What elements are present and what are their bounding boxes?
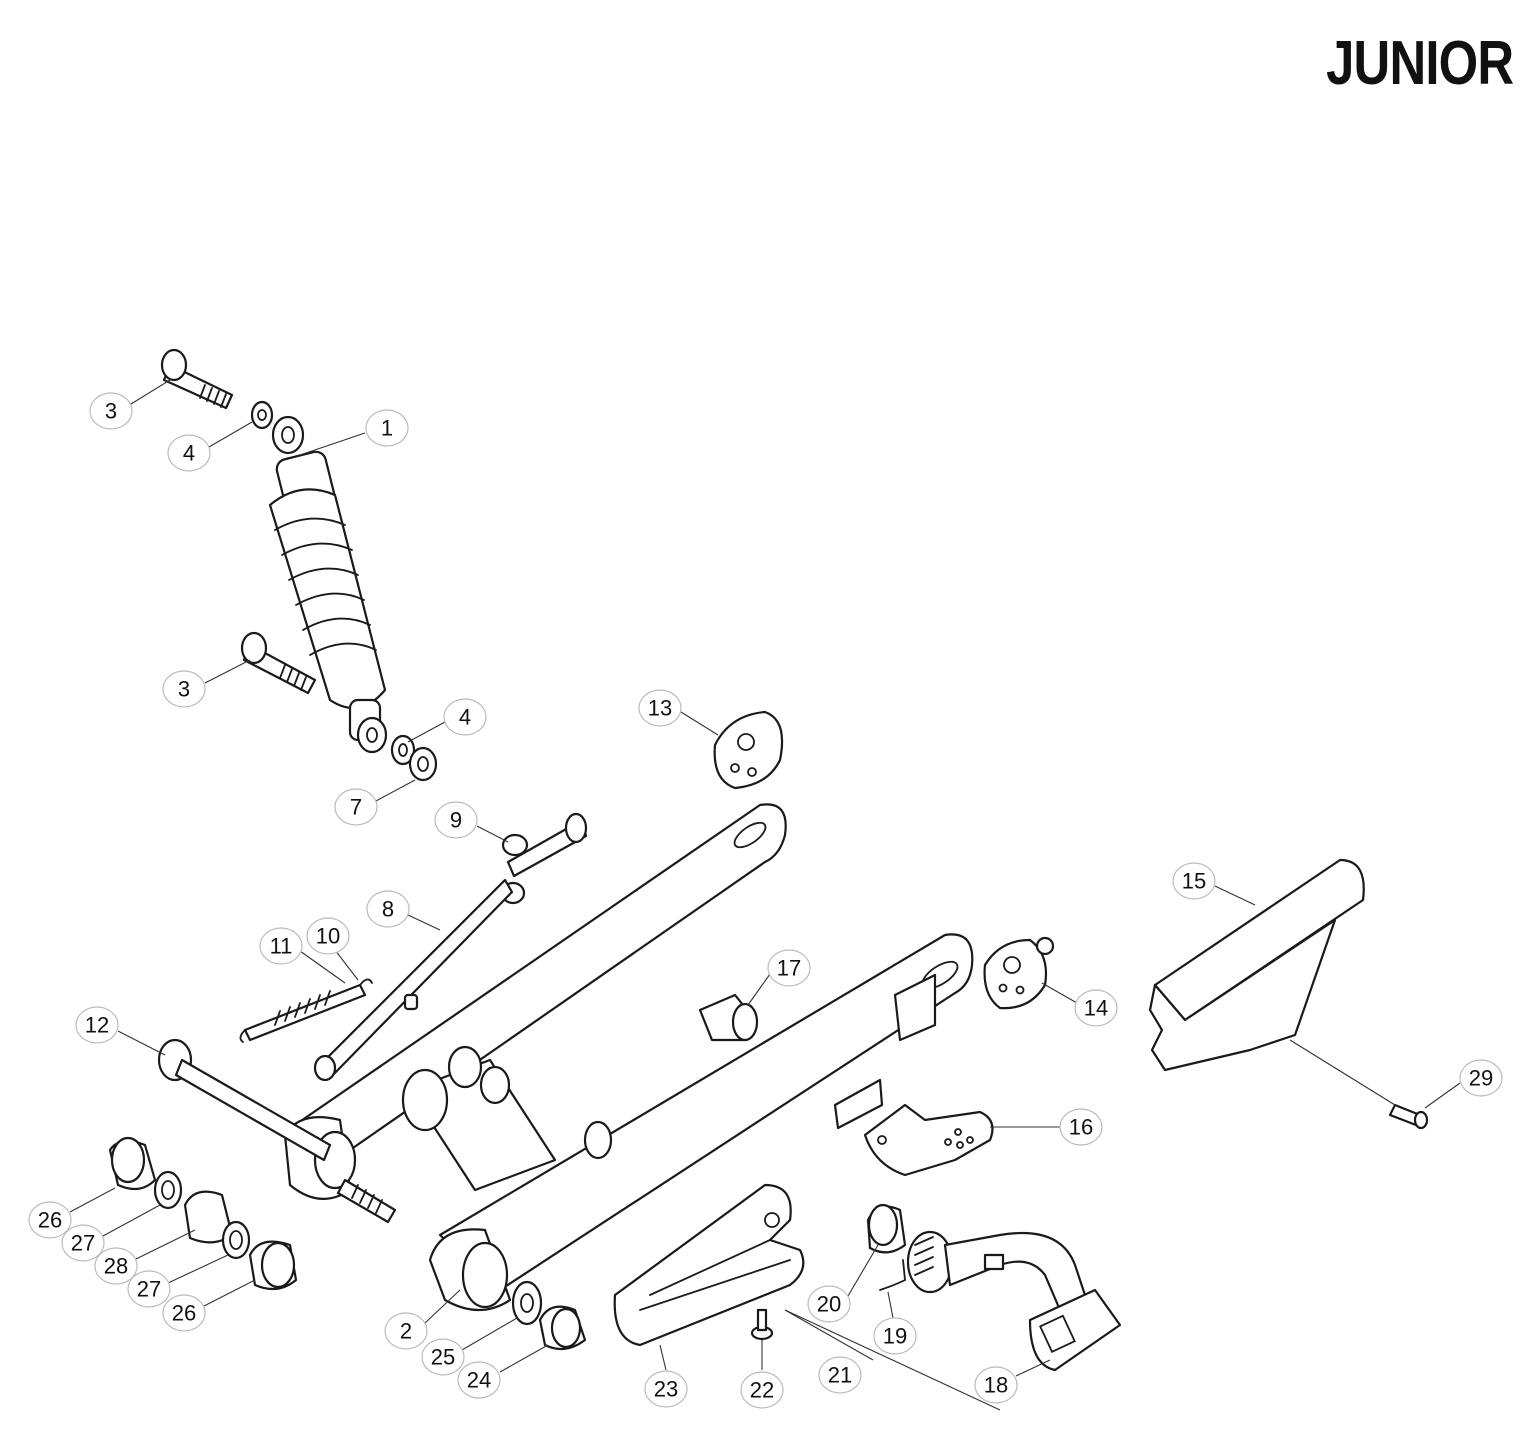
callout-17: 17 [767, 949, 811, 987]
leader-lines [69, 379, 1461, 1411]
svg-text:28: 28 [104, 1254, 128, 1279]
lower-shock-bolt [240, 631, 317, 695]
svg-text:25: 25 [431, 1345, 455, 1370]
brake-link-rod [313, 878, 514, 1082]
callout-4-lower: 4 [443, 698, 487, 736]
callout-20: 20 [807, 1285, 851, 1323]
svg-text:22: 22 [750, 1378, 774, 1403]
callouts: 3 4 1 3 4 7 13 9 8 11 10 12 17 14 15 29 … [28, 392, 1503, 1409]
callout-12: 12 [75, 1006, 119, 1044]
callout-10: 10 [306, 917, 350, 955]
svg-text:26: 26 [38, 1208, 62, 1233]
svg-text:14: 14 [1084, 996, 1108, 1021]
svg-text:17: 17 [777, 956, 801, 981]
svg-text:15: 15 [1182, 869, 1206, 894]
svg-text:19: 19 [883, 1324, 907, 1349]
svg-text:20: 20 [817, 1292, 841, 1317]
callout-15: 15 [1172, 862, 1216, 900]
svg-text:18: 18 [984, 1373, 1008, 1398]
svg-text:29: 29 [1469, 1066, 1493, 1091]
callout-27-upper: 27 [61, 1224, 105, 1262]
svg-text:4: 4 [459, 705, 471, 730]
callout-4-upper: 4 [167, 434, 211, 472]
svg-text:23: 23 [654, 1377, 678, 1402]
svg-text:27: 27 [71, 1231, 95, 1256]
svg-text:8: 8 [382, 897, 394, 922]
svg-text:10: 10 [316, 924, 340, 949]
callout-27-lower: 27 [127, 1270, 171, 1308]
callout-16: 16 [1059, 1108, 1103, 1146]
callout-7: 7 [334, 788, 378, 826]
cable-clip [698, 993, 759, 1042]
swing-arm [283, 803, 974, 1311]
callout-21: 21 [818, 1356, 862, 1394]
callout-18: 18 [974, 1366, 1018, 1404]
callout-1: 1 [365, 409, 409, 447]
pivot-washer [511, 1280, 543, 1326]
upper-washer [250, 400, 274, 430]
chain-guard [1148, 858, 1365, 1072]
footrest-bracket [863, 1103, 994, 1177]
diagram-title: JUNIOR [1325, 29, 1514, 98]
chain-adjuster-plate-right [983, 936, 1055, 1010]
callout-23: 23 [644, 1370, 688, 1408]
svg-text:9: 9 [450, 808, 462, 833]
callout-19: 19 [873, 1317, 917, 1355]
chain-slider [613, 1183, 805, 1347]
pivot-bushing-stack [108, 1136, 298, 1291]
chain-guard-screw [1388, 1103, 1429, 1130]
svg-text:13: 13 [648, 696, 672, 721]
brake-pedal [906, 1230, 1122, 1372]
svg-text:11: 11 [270, 934, 293, 959]
callout-26-lower: 26 [162, 1294, 206, 1332]
callout-8: 8 [366, 890, 410, 928]
shock-absorber [268, 415, 388, 754]
callout-26-upper: 26 [28, 1201, 72, 1239]
svg-text:16: 16 [1069, 1115, 1093, 1140]
callout-13: 13 [638, 689, 682, 727]
svg-text:7: 7 [350, 795, 362, 820]
svg-text:3: 3 [105, 399, 117, 424]
chain-adjuster-plate-left [713, 710, 784, 790]
slider-screw [750, 1308, 774, 1341]
callout-9: 9 [434, 801, 478, 839]
axle-pin [500, 812, 588, 905]
svg-text:24: 24 [467, 1368, 491, 1393]
svg-text:4: 4 [183, 441, 195, 466]
svg-text:21: 21 [828, 1363, 852, 1388]
brake-pedal-spring [879, 1259, 906, 1291]
callout-11: 11 [259, 927, 303, 965]
svg-text:27: 27 [137, 1277, 161, 1302]
callout-2: 2 [384, 1312, 428, 1350]
callout-3-upper: 3 [89, 392, 133, 430]
shock-nut [408, 746, 438, 782]
swing-arm-pivot-bolt [157, 1038, 397, 1224]
callout-24: 24 [457, 1361, 501, 1399]
svg-text:12: 12 [85, 1013, 109, 1038]
brake-pedal-bushing [866, 1203, 907, 1254]
pivot-nut [538, 1305, 587, 1351]
callout-28: 28 [94, 1247, 138, 1285]
svg-text:26: 26 [172, 1301, 196, 1326]
callout-14: 14 [1074, 989, 1118, 1027]
svg-text:3: 3 [178, 677, 190, 702]
return-spring [239, 978, 373, 1043]
lower-washer [390, 734, 416, 766]
upper-shock-bolt [160, 348, 234, 410]
callout-3-lower: 3 [162, 670, 206, 708]
svg-text:1: 1 [381, 416, 393, 441]
svg-text:2: 2 [400, 1319, 412, 1344]
callout-25: 25 [421, 1338, 465, 1376]
callout-22: 22 [740, 1371, 784, 1409]
callout-29: 29 [1459, 1059, 1503, 1097]
